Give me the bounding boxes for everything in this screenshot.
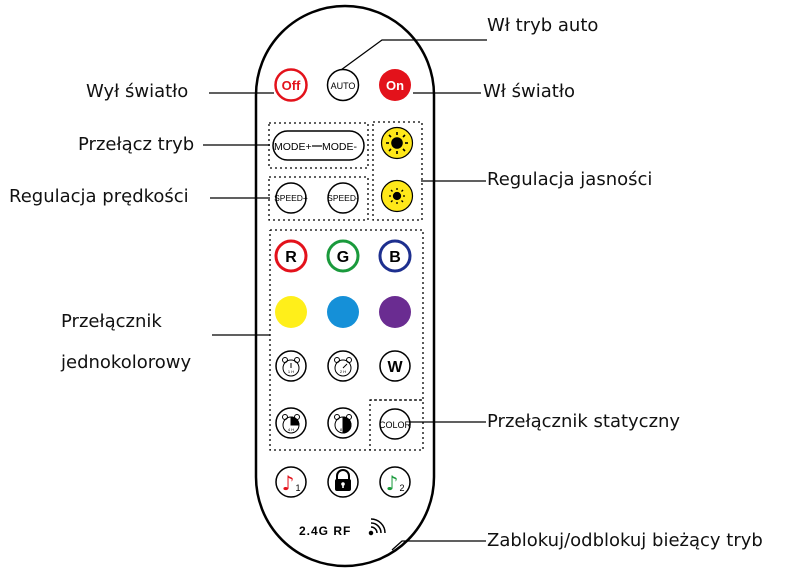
static-group-box [370, 399, 424, 451]
g-button[interactable] [326, 239, 360, 273]
w-button[interactable] [379, 350, 411, 382]
speed-minus-button[interactable] [327, 182, 359, 214]
timer-8h-button[interactable]: 8 H [327, 407, 359, 439]
alarm-clock-icon [334, 414, 352, 434]
label-wyl-swiatlo: Wył światło [86, 81, 189, 102]
music2-button[interactable] [379, 466, 411, 498]
cyan-button[interactable] [327, 296, 359, 328]
yellow-button[interactable] [275, 296, 307, 328]
alarm-clock-icon [282, 357, 300, 377]
label-przelacznik-jednokolorowy-2: jednokolorowy [61, 352, 192, 373]
speed-plus-label: SPEED+ [274, 193, 308, 203]
speed-minus-label: SPEED- [327, 193, 359, 203]
on-button[interactable] [379, 69, 411, 101]
speed-group-box [268, 176, 369, 221]
timer-1h-button[interactable]: 1 H [275, 350, 307, 382]
off-button-label: Off [282, 78, 301, 93]
label-przelacznik-jednokolorowy-1: Przełącznik [61, 311, 162, 332]
lock-icon [335, 469, 351, 491]
sun-large-icon [386, 132, 408, 154]
speed-plus-button[interactable] [275, 182, 307, 214]
mode-minus-label: MODE- [322, 141, 358, 153]
music2-label: 2 [399, 483, 404, 493]
on-button-label: On [386, 78, 404, 93]
g-button-label: G [337, 249, 349, 266]
timer-2h-button[interactable]: 2 H [327, 350, 359, 382]
color-button-label: COLOR [379, 420, 412, 430]
brightness-up-button[interactable] [380, 126, 414, 160]
wireless-signal-icon [368, 518, 386, 536]
line-zablokuj [391, 540, 486, 551]
color-button[interactable] [379, 408, 411, 440]
b-button[interactable] [378, 239, 412, 273]
r-button-label: R [285, 249, 297, 266]
sun-small-icon [389, 188, 405, 204]
label-zablokuj: Zablokuj/odblokuj bieżący tryb [487, 530, 763, 551]
purple-button[interactable] [379, 296, 411, 328]
timer-4h-label: 4 H [288, 427, 294, 432]
label-przelacz-tryb: Przełącz tryb [78, 134, 195, 155]
rf-label: 2.4G RF [299, 524, 351, 538]
music-note-green-icon: ♪ [386, 471, 399, 495]
timer-4h-button[interactable]: 4 H [275, 407, 307, 439]
mode-plus-label: MODE+ [274, 141, 312, 153]
mode-group-box [268, 122, 369, 169]
callout-lines [203, 39, 487, 551]
label-regulacja-predkosci: Regulacja prędkości [9, 186, 189, 207]
r-button[interactable] [274, 239, 308, 273]
auto-button-label: AUTO [331, 81, 356, 91]
b-button-label: B [389, 249, 401, 266]
alarm-clock-icon [282, 414, 300, 434]
brightness-group-box [372, 121, 423, 221]
music1-label: 1 [295, 483, 300, 493]
label-przelacznik-statyczny: Przełącznik statyczny [487, 411, 681, 432]
music1-button[interactable] [275, 466, 307, 498]
label-wl-swiatlo: Wł światło [483, 81, 575, 102]
brightness-down-button[interactable] [380, 179, 414, 213]
line-wl-tryb-auto [329, 39, 487, 79]
label-regulacja-jasnosci: Regulacja jasności [487, 169, 653, 190]
music-note-red-icon: ♪ [282, 471, 295, 495]
group-boxes [268, 121, 424, 451]
label-wl-tryb-auto: Wł tryb auto [487, 15, 599, 36]
timer-8h-label: 8 H [340, 427, 346, 432]
alarm-clock-icon [334, 357, 352, 377]
auto-button[interactable] [326, 68, 360, 102]
off-button[interactable] [274, 68, 308, 102]
w-button-label: W [387, 359, 403, 376]
timer-2h-label: 2 H [340, 369, 346, 374]
lock-button[interactable] [327, 466, 359, 498]
timer-1h-label: 1 H [288, 369, 294, 374]
